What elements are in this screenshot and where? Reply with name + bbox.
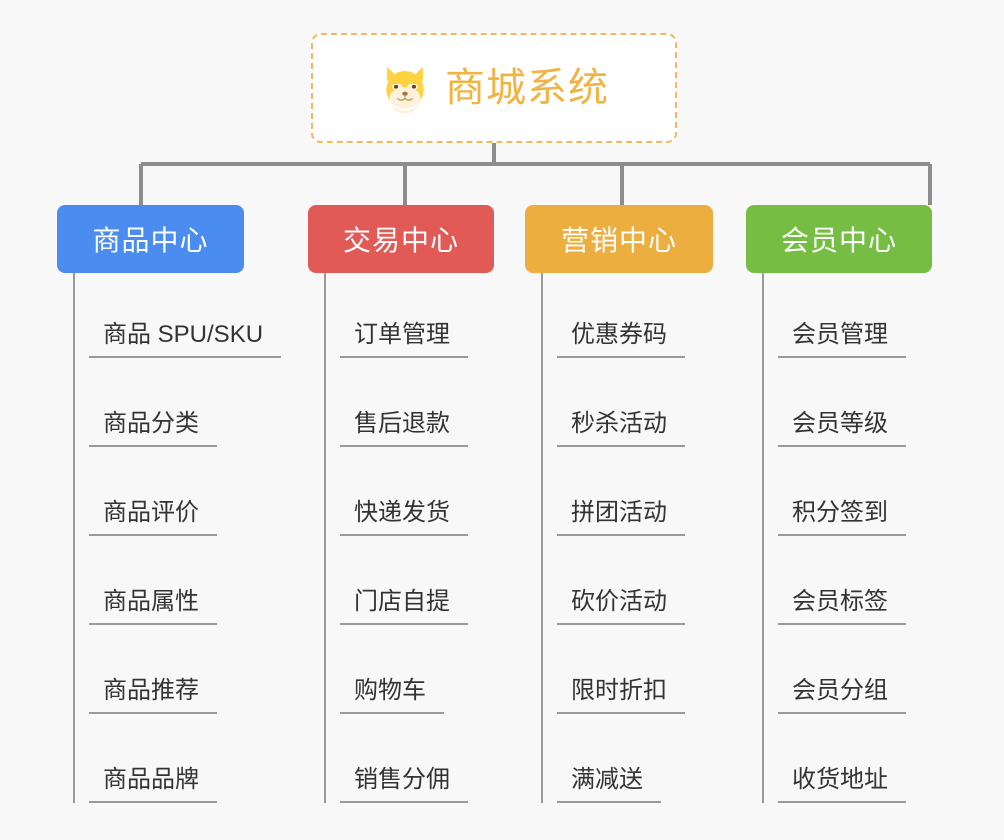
list-item[interactable]: 会员等级	[762, 362, 932, 451]
leaf-label: 商品品牌	[89, 766, 217, 803]
list-item[interactable]: 门店自提	[324, 540, 494, 629]
list-item[interactable]: 商品属性	[73, 540, 281, 629]
list-item[interactable]: 拼团活动	[541, 451, 713, 540]
leaf-label: 商品分类	[89, 410, 217, 447]
branch-label: 交易中心	[342, 225, 459, 256]
leaf-label: 会员标签	[778, 588, 906, 625]
leaf-label: 收货地址	[778, 766, 906, 803]
branch-label: 营销中心	[560, 225, 677, 256]
leaf-list-3: 优惠券码 秒杀活动 拼团活动 砍价活动 限时折扣 满减送	[525, 273, 713, 807]
branch-column-4: 会员中心 会员管理 会员等级 积分签到 会员标签 会员分组 收货地址	[746, 205, 932, 807]
branch-header-marketing-center[interactable]: 营销中心	[525, 205, 713, 273]
branch-label: 会员中心	[780, 225, 897, 256]
leaf-label: 拼团活动	[557, 499, 685, 536]
branch-column-3: 营销中心 优惠券码 秒杀活动 拼团活动 砍价活动 限时折扣 满减送	[525, 205, 713, 807]
list-item[interactable]: 订单管理	[324, 273, 494, 362]
list-item[interactable]: 商品分类	[73, 362, 281, 451]
leaf-label: 会员分组	[778, 677, 906, 714]
root-title: 商城系统	[445, 66, 609, 110]
list-item[interactable]: 积分签到	[762, 451, 932, 540]
leaf-label: 购物车	[340, 677, 444, 714]
leaf-label: 商品 SPU/SKU	[89, 321, 282, 358]
leaf-label: 优惠券码	[557, 321, 685, 358]
leaf-label: 商品属性	[89, 588, 217, 625]
list-item[interactable]: 满减送	[541, 718, 713, 807]
list-item[interactable]: 会员管理	[762, 273, 932, 362]
leaf-label: 限时折扣	[557, 677, 685, 714]
list-item[interactable]: 会员标签	[762, 540, 932, 629]
leaf-label: 销售分佣	[340, 766, 468, 803]
branch-column-2: 交易中心 订单管理 售后退款 快递发货 门店自提 购物车 销售分佣	[308, 205, 494, 807]
leaf-label: 会员管理	[778, 321, 906, 358]
branch-header-trade-center[interactable]: 交易中心	[308, 205, 494, 273]
leaf-label: 商品评价	[89, 499, 217, 536]
list-item[interactable]: 快递发货	[324, 451, 494, 540]
list-item[interactable]: 购物车	[324, 629, 494, 718]
leaf-label: 积分签到	[778, 499, 906, 536]
branch-column-1: 商品中心 商品 SPU/SKU 商品分类 商品评价 商品属性 商品推荐 商品品牌	[57, 205, 282, 807]
leaf-label: 快递发货	[340, 499, 468, 536]
list-item[interactable]: 商品品牌	[73, 718, 281, 807]
list-item[interactable]: 优惠券码	[541, 273, 713, 362]
list-item[interactable]: 销售分佣	[324, 718, 494, 807]
list-item[interactable]: 限时折扣	[541, 629, 713, 718]
list-item[interactable]: 收货地址	[762, 718, 932, 807]
list-item[interactable]: 秒杀活动	[541, 362, 713, 451]
leaf-list-2: 订单管理 售后退款 快递发货 门店自提 购物车 销售分佣	[308, 273, 494, 807]
leaf-label: 砍价活动	[557, 588, 685, 625]
list-item[interactable]: 商品 SPU/SKU	[73, 273, 282, 362]
leaf-label: 秒杀活动	[557, 410, 685, 447]
list-item[interactable]: 售后退款	[324, 362, 494, 451]
branch-header-product-center[interactable]: 商品中心	[57, 205, 244, 273]
leaf-list-4: 会员管理 会员等级 积分签到 会员标签 会员分组 收货地址	[746, 273, 932, 807]
leaf-label: 商品推荐	[89, 677, 217, 714]
leaf-label: 售后退款	[340, 410, 468, 447]
list-item[interactable]: 砍价活动	[541, 540, 713, 629]
leaf-label: 满减送	[557, 766, 661, 803]
branch-header-member-center[interactable]: 会员中心	[746, 205, 932, 273]
leaf-label: 门店自提	[340, 588, 468, 625]
list-item[interactable]: 商品评价	[73, 451, 281, 540]
branch-label: 商品中心	[92, 225, 209, 256]
list-item[interactable]: 商品推荐	[73, 629, 281, 718]
list-item[interactable]: 会员分组	[762, 629, 932, 718]
leaf-label: 订单管理	[340, 321, 468, 358]
leaf-list-1: 商品 SPU/SKU 商品分类 商品评价 商品属性 商品推荐 商品品牌	[57, 273, 282, 807]
leaf-label: 会员等级	[778, 410, 906, 447]
root-node[interactable]: 商城系统	[311, 33, 677, 143]
shiba-dog-icon	[386, 66, 424, 114]
